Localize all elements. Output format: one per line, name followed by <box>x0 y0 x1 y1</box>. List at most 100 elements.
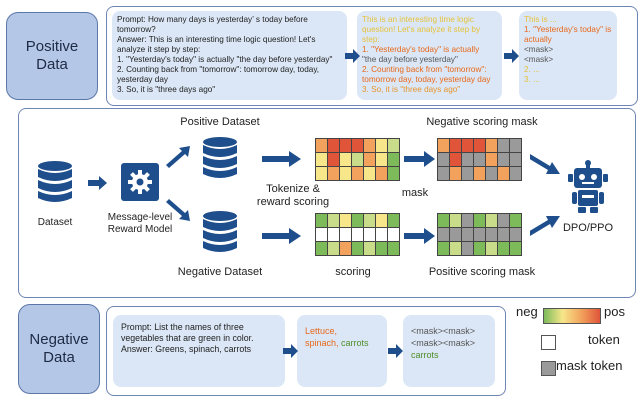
grid-cell <box>497 166 510 181</box>
arrow-to-negative-dataset <box>166 199 190 221</box>
grid-cell <box>473 227 486 242</box>
grid-cell <box>351 166 364 181</box>
grid-cell <box>473 241 486 256</box>
grid-cell <box>485 241 498 256</box>
grid-cell <box>363 152 376 167</box>
positive-prompt-bubble: Prompt: How many days is yesterday’ s to… <box>112 11 347 100</box>
grid-cell <box>449 152 462 167</box>
top-masked-grid <box>437 138 522 181</box>
positive-masked-bubble: This is ... 1. "Yesterday's today" is ac… <box>519 11 617 100</box>
grid-cell <box>509 166 522 181</box>
grid-cell <box>363 166 376 181</box>
grid-cell <box>339 227 352 242</box>
grid-cell <box>375 241 388 256</box>
grid-cell <box>387 152 400 167</box>
pipeline-panel <box>18 108 636 298</box>
grid-cell <box>327 241 340 256</box>
negative-scoring-mask-caption: Negative scoring mask <box>426 116 538 128</box>
scored-word-carrots: carrots <box>338 338 369 348</box>
grid-cell <box>351 241 364 256</box>
scored-step3-line: 3. So, it is "three days ago" <box>362 85 461 94</box>
scoring-caption: scoring <box>335 266 371 278</box>
legend-mask-token-label: mask token <box>556 358 623 373</box>
grid-cell <box>363 241 376 256</box>
grid-cell <box>473 152 486 167</box>
grid-cell <box>509 241 522 256</box>
negative-data-panel: Prompt: List the names of three vegetabl… <box>106 306 506 396</box>
grid-cell <box>461 227 474 242</box>
scored-word-lettuce: Lettuce, <box>305 326 338 336</box>
arrow-bottom-to-robot <box>530 216 560 236</box>
grid-cell <box>449 227 462 242</box>
grid-cell <box>497 241 510 256</box>
gear-icon <box>128 170 152 194</box>
negative-dataset-caption: Negative Dataset <box>177 266 263 278</box>
masked-step1-line: 1. "Yesterday's today" is actually <box>524 25 612 44</box>
legend-gradient-bar <box>543 308 601 324</box>
grid-cell <box>449 166 462 181</box>
arrow-to-positive-dataset <box>166 146 190 168</box>
positive-dataset-caption: Positive Dataset <box>180 116 260 128</box>
grid-cell <box>315 152 328 167</box>
reward-model-caption-line1: Message-level <box>107 212 173 223</box>
positive-step3-line: 3. So, it is "three days ago" <box>117 85 216 94</box>
grid-cell <box>509 152 522 167</box>
masked-token-line: <mask> <box>524 55 554 64</box>
grid-cell <box>363 227 376 242</box>
positive-data-panel: Prompt: How many days is yesterday’ s to… <box>106 6 638 106</box>
masked-step2-line: 2. ... <box>524 65 540 74</box>
arrow-to-reward-model <box>88 176 107 190</box>
grid-cell <box>461 213 474 228</box>
positive-scored-bubble: This is an interesting time logic questi… <box>357 11 502 100</box>
grid-cell <box>461 241 474 256</box>
grid-cell <box>363 138 376 153</box>
negative-prompt-line: Prompt: List the names of three vegetabl… <box>121 322 254 343</box>
grid-cell <box>437 227 450 242</box>
grid-cell <box>509 138 522 153</box>
grid-cell <box>315 166 328 181</box>
tokenize-caption-line1: Tokenize & <box>266 183 320 195</box>
positive-scoring-mask-caption: Positive scoring mask <box>428 266 536 278</box>
grid-cell <box>449 138 462 153</box>
grid-cell <box>315 213 328 228</box>
scored-step2-line: 2. Counting back from "tomorrow": tomorr… <box>362 65 491 84</box>
grid-cell <box>461 166 474 181</box>
grid-cell <box>387 227 400 242</box>
scored-intro-line: This is an interesting time logic questi… <box>362 15 481 44</box>
bottom-arrow-1 <box>283 344 298 358</box>
masked-intro-line: This is ... <box>524 15 557 24</box>
scored-step1-line: 1. "Yesterday's today" is actually <box>362 45 480 54</box>
positive-label-line2: Data <box>36 56 68 73</box>
scored-word-spinach: spinach, <box>305 338 339 348</box>
grid-cell <box>327 166 340 181</box>
tokenize-caption-line2: reward scoring <box>256 196 330 208</box>
grid-cell <box>315 227 328 242</box>
dpo-ppo-caption: DPO/PPO <box>562 222 614 234</box>
grid-cell <box>485 152 498 167</box>
negative-database-icon <box>203 211 237 252</box>
grid-cell <box>497 227 510 242</box>
positive-step1-line: 1. "Yesterday's today" is actually "the … <box>117 55 333 64</box>
robot-icon <box>568 160 608 213</box>
grid-cell <box>387 241 400 256</box>
legend-token-swatch <box>541 335 556 350</box>
grid-cell <box>327 213 340 228</box>
grid-cell <box>497 152 510 167</box>
grid-cell <box>437 152 450 167</box>
legend-token-label: token <box>588 332 620 347</box>
grid-cell <box>351 213 364 228</box>
grid-cell <box>375 213 388 228</box>
grid-cell <box>351 152 364 167</box>
masked-token-line: <mask> <box>524 45 554 54</box>
positive-step2-line: 2. Counting back from "tomorrow": tomorr… <box>117 65 320 84</box>
negative-label-line2: Data <box>43 349 75 366</box>
grid-cell <box>485 227 498 242</box>
grid-cell <box>339 241 352 256</box>
positive-answer-line: Answer: This is an interesting time logi… <box>117 35 316 54</box>
top-arrow-2 <box>504 49 519 63</box>
grid-cell <box>437 138 450 153</box>
bottom-masked-grid <box>437 213 522 256</box>
legend-pos-label: pos <box>604 304 625 319</box>
grid-cell <box>339 152 352 167</box>
grid-cell <box>387 213 400 228</box>
